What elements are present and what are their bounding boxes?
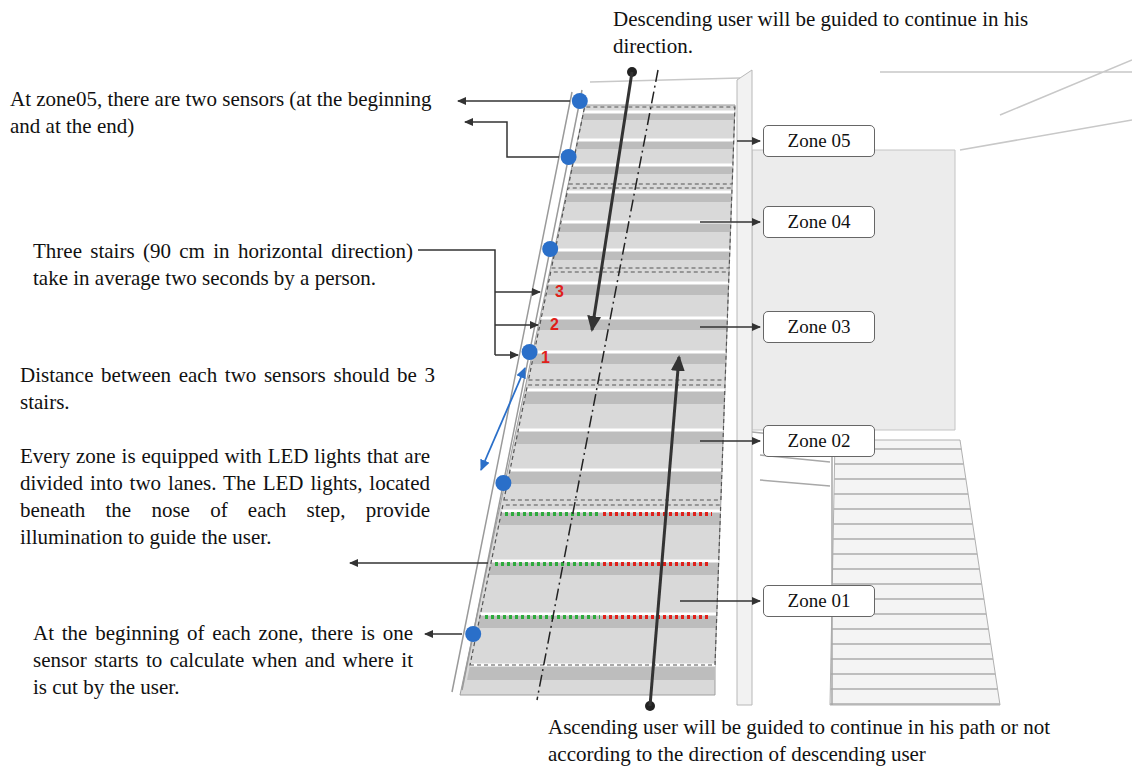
zone-label: Zone 01 [788,590,851,612]
zone-sensor-note: At the beginning of each zone, there is … [33,620,413,701]
zone-label: Zone 05 [788,130,851,152]
led-lane-green [485,514,600,617]
descending-arrow [592,72,632,330]
note-leader [425,633,462,635]
note-leader [465,122,559,157]
note-leader [495,291,540,293]
bracket-line [418,250,495,355]
zone-leader [700,221,760,223]
led-note: Every zone is equipped with LED lights t… [20,443,430,551]
sensor-dot [495,475,511,491]
zone-leader [700,440,760,442]
sensor-note: At zone05, there are two sensors (at the… [10,86,442,140]
note-leader [495,324,538,326]
zone-box: Zone 05 [763,125,875,157]
centre-line [537,70,658,700]
callout-number: 3 [555,283,564,301]
stair-flight [460,105,735,695]
zone-outlines [470,107,735,665]
sensor-dot [561,149,577,165]
sensor-dot [542,241,558,257]
wall-panel [752,150,955,430]
zone-label: Zone 04 [788,211,851,233]
lower-flight [830,440,1000,705]
zone-box: Zone 01 [763,585,875,617]
zone-leader [737,140,760,142]
callout-number: 1 [541,349,550,367]
lower-railing [752,432,832,705]
sensor-dot [465,626,481,642]
handrail [452,90,582,692]
timing-note: Three stairs (90 cm in horizontal direct… [33,238,413,292]
sensor-dot [522,344,538,360]
zone-box: Zone 02 [763,425,875,457]
zone-leader [700,326,760,328]
distance-note: Distance between each two sensors should… [20,362,435,416]
note-leader [458,100,570,102]
ascending-arrow [650,357,679,706]
zone-label: Zone 02 [788,430,851,452]
zone-leader [680,600,760,602]
callout-number: 2 [550,316,559,334]
ascending-note: Ascending user will be guided to continu… [548,714,1128,768]
zone-box: Zone 03 [763,311,875,343]
direction-note: Descending user will be guided to contin… [613,6,1043,60]
zone-label: Zone 03 [788,316,851,338]
distance-arrow [481,368,525,470]
note-leader [495,354,518,356]
stair-risers [467,112,735,680]
sensor-dot [572,93,588,109]
note-leader [350,562,488,564]
zone-box: Zone 04 [763,206,875,238]
step-noses [470,112,735,665]
wall-edge [737,70,752,705]
